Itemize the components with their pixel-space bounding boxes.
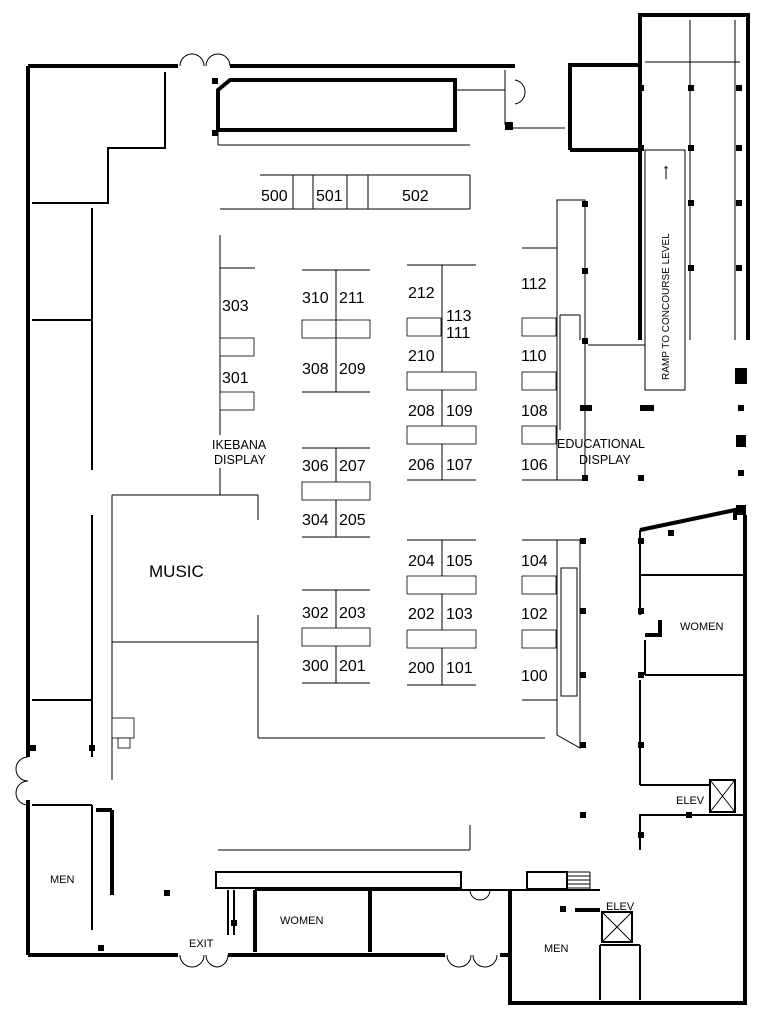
booth-211: 211 (339, 290, 365, 307)
ikebana-column: 303 301 IKEBANA DISPLAY (212, 235, 267, 495)
booth-300: 300 (302, 658, 329, 675)
booth-212: 212 (408, 285, 435, 302)
booth-206: 206 (408, 457, 435, 474)
booth-107: 107 (446, 457, 473, 474)
music-area: MUSIC (111, 494, 545, 780)
booth-306: 306 (302, 458, 329, 475)
booth-209: 209 (339, 361, 366, 378)
booth-202: 202 (408, 606, 435, 623)
ramp-label: RAMP TO CONCOURSE LEVEL (661, 233, 672, 380)
booth-301: 301 (222, 370, 249, 387)
booth-108: 108 (521, 403, 548, 420)
booth-102: 102 (521, 606, 548, 623)
booth-308: 308 (302, 361, 329, 378)
booth-104: 104 (521, 553, 548, 570)
booth-501: 501 (316, 188, 343, 205)
mens-room-bottom-right-label: MEN (544, 943, 569, 955)
booth-109: 109 (446, 403, 473, 420)
aisle-1: 310 211 308 209 306 207 304 205 302 203 … (301, 269, 371, 684)
booth-203: 203 (339, 605, 366, 622)
booth-502: 502 (402, 188, 429, 205)
doors (15, 53, 526, 968)
music-label: MUSIC (149, 562, 204, 581)
exit-label: EXIT (189, 938, 214, 950)
structural-columns (30, 78, 747, 951)
facility-labels: MEN WOMEN EXIT WOMEN ELEV ELEV MEN (50, 621, 723, 955)
ikebana-label-1: IKEBANA (212, 438, 267, 452)
booth-103: 103 (446, 606, 473, 623)
booth-207: 207 (339, 458, 366, 475)
womens-room-right-label: WOMEN (680, 621, 723, 633)
ramp: RAMP TO CONCOURSE LEVEL ⟶ (638, 20, 742, 391)
booth-110: 110 (521, 348, 547, 365)
outer-walls (26, 13, 750, 1005)
educational-label-2: DISPLAY (579, 453, 632, 467)
booth-208: 208 (408, 403, 435, 420)
booth-302: 302 (302, 605, 329, 622)
ramp-arrow: ⟶ (661, 166, 672, 180)
booth-204: 204 (408, 553, 435, 570)
booth-101: 101 (446, 660, 473, 677)
booth-112: 112 (521, 276, 547, 293)
booth-200: 200 (408, 660, 435, 677)
booth-111: 111 (446, 325, 470, 342)
booth-100: 100 (521, 668, 548, 685)
booth-310: 310 (302, 290, 329, 307)
booth-113: 113 (446, 308, 472, 325)
booth-210: 210 (408, 348, 435, 365)
aisle-2: 212 113 111 210 208 109 206 107 204 105 … (406, 264, 477, 686)
ikebana-label-2: DISPLAY (214, 453, 267, 467)
booth-201: 201 (339, 658, 366, 675)
booth-500: 500 (261, 188, 288, 205)
booth-303: 303 (222, 298, 249, 315)
booth-105: 105 (446, 553, 473, 570)
aisle-3: 112 110 108 106 EDUCATIONAL DISPLAY 104 … (521, 199, 645, 749)
booth-106: 106 (521, 457, 548, 474)
booth-205: 205 (339, 512, 366, 529)
booth-304: 304 (302, 512, 329, 529)
upper-booths: 500 501 502 (220, 174, 471, 210)
educational-label-1: EDUCATIONAL (557, 437, 645, 451)
mens-room-left-label: MEN (50, 874, 75, 886)
elevator-right-label: ELEV (676, 795, 705, 807)
inner-walls (32, 70, 745, 1000)
elevator-bottom-label: ELEV (606, 901, 635, 913)
womens-room-bottom-label: WOMEN (280, 915, 323, 927)
